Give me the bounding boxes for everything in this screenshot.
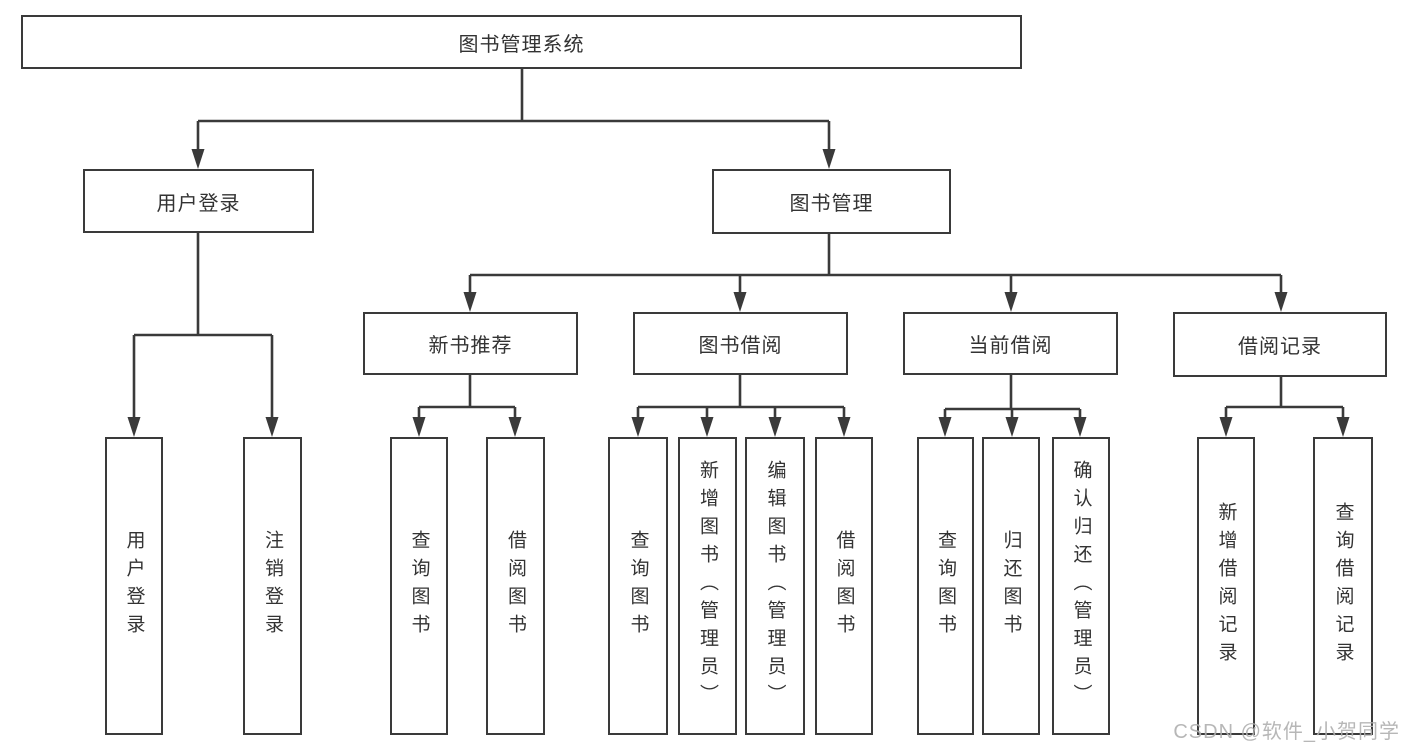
- node-book-borrowing: 图书借阅: [633, 312, 848, 375]
- node-new-book-recommendation: 新书推荐: [363, 312, 578, 375]
- connector-segment: [196, 69, 831, 153]
- leaf-borrow-book-recommendation: 借阅图书: [486, 437, 545, 735]
- node-current-borrowing: 当前借阅: [903, 312, 1118, 375]
- leaf-add-book-admin: 新增图书（管理员）: [678, 437, 737, 735]
- node-user-login: 用户登录: [83, 169, 314, 233]
- leaf-query-book-borrowing: 查询图书: [608, 437, 668, 735]
- leaf-logout: 注销登录: [243, 437, 302, 735]
- node-library-management-system: 图书管理系统: [21, 15, 1022, 69]
- leaf-query-book-recommendation: 查询图书: [390, 437, 448, 735]
- connector-segment: [468, 234, 1283, 296]
- node-book-management: 图书管理: [712, 169, 951, 234]
- connector-segment: [127, 417, 141, 437]
- connector-segment: [733, 292, 747, 312]
- connector-segment: [768, 417, 782, 437]
- leaf-query-book-current: 查询图书: [917, 437, 974, 735]
- connector-segment: [943, 375, 1082, 421]
- leaf-confirm-return-admin: 确认归还（管理员）: [1052, 437, 1110, 735]
- node-borrowing-records: 借阅记录: [1173, 312, 1387, 377]
- connector-segment: [191, 149, 205, 169]
- connector-segment: [1336, 417, 1350, 437]
- connector-segment: [132, 233, 274, 421]
- connector-segment: [417, 375, 517, 421]
- connector-segment: [822, 149, 836, 169]
- connector-segment: [412, 417, 426, 437]
- leaf-edit-book-admin: 编辑图书（管理员）: [745, 437, 805, 735]
- connector-segment: [837, 417, 851, 437]
- csdn-watermark: CSDN @软件_小贺同学: [1173, 721, 1400, 743]
- leaf-add-borrow-record: 新增借阅记录: [1197, 437, 1255, 735]
- leaf-return-book: 归还图书: [982, 437, 1040, 735]
- connector-segment: [700, 417, 714, 437]
- connector-segment: [938, 417, 952, 437]
- leaf-query-borrow-record: 查询借阅记录: [1313, 437, 1373, 735]
- connector-segment: [1073, 417, 1087, 437]
- connector-segment: [1224, 377, 1345, 421]
- connector-segment: [1005, 417, 1019, 437]
- connector-segment: [508, 417, 522, 437]
- leaf-user-login: 用户登录: [105, 437, 163, 735]
- leaf-borrow-book-borrowing: 借阅图书: [815, 437, 873, 735]
- connector-segment: [265, 417, 279, 437]
- connector-segment: [463, 292, 477, 312]
- connector-segment: [1004, 292, 1018, 312]
- connector-segment: [1219, 417, 1233, 437]
- connector-segment: [631, 417, 645, 437]
- connector-segment: [636, 375, 846, 421]
- connector-segment: [1274, 292, 1288, 312]
